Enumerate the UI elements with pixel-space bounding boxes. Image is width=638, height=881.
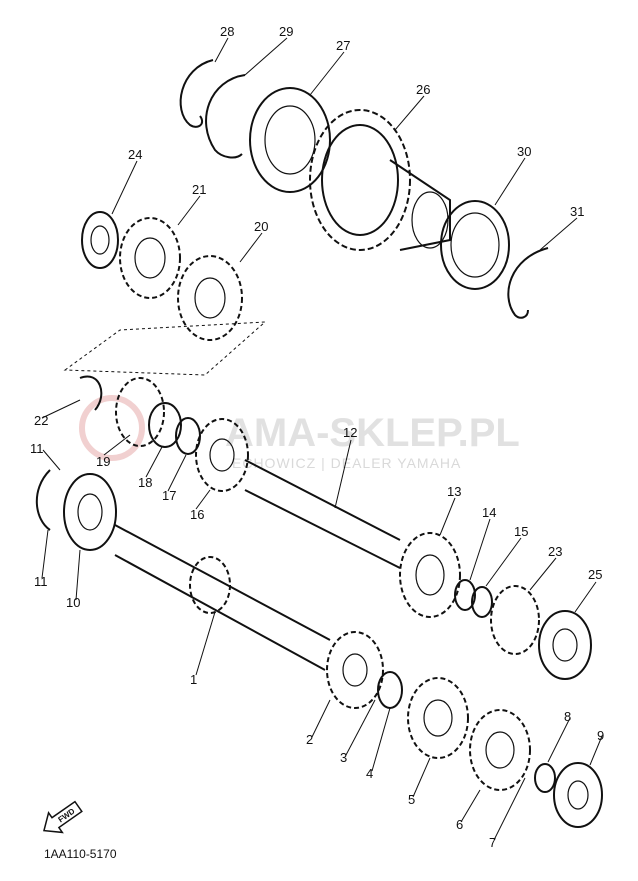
- part-label-24: 24: [128, 147, 142, 162]
- part-label-19: 19: [96, 454, 110, 469]
- part-label-22: 22: [34, 413, 48, 428]
- part-label-1: 1: [190, 672, 197, 687]
- part-label-9: 9: [597, 728, 604, 743]
- part-label-11-upper: 11: [30, 441, 44, 456]
- output-shaft-cluster: [179, 59, 549, 319]
- part-label-7: 7: [489, 835, 496, 850]
- diagram-code: 1AA110-5170: [44, 847, 117, 861]
- leader-lines: [41, 37, 603, 841]
- part-label-25: 25: [588, 567, 602, 582]
- part-label-6: 6: [456, 817, 463, 832]
- part-label-10: 10: [66, 595, 80, 610]
- part-label-12: 12: [343, 425, 357, 440]
- watermark-main: AMA-SKLEP.PL: [225, 411, 520, 455]
- part-label-16: 16: [190, 507, 204, 522]
- part-label-5: 5: [408, 792, 415, 807]
- part-label-29: 29: [279, 24, 293, 39]
- part-label-4: 4: [366, 766, 373, 781]
- part-label-15: 15: [514, 524, 528, 539]
- forward-arrow: FWD: [43, 800, 83, 834]
- part-label-30: 30: [517, 144, 531, 159]
- part-label-23: 23: [548, 544, 562, 559]
- main-axle-assembly: [35, 469, 603, 828]
- part-label-21: 21: [192, 182, 206, 197]
- part-label-28: 28: [220, 24, 234, 39]
- part-label-27: 27: [336, 38, 350, 53]
- part-label-3: 3: [340, 750, 347, 765]
- part-label-31: 31: [570, 204, 584, 219]
- part-label-11-lower: 11: [34, 574, 48, 589]
- upper-gear-group: [63, 211, 267, 376]
- watermark: AMA-SKLEP.PL ECHOWICZ | DEALER YAMAHA: [79, 395, 520, 471]
- part-number-labels: 1 2 3 4 5 6 7 8 9 10 11 11 12 13 14 15 1…: [30, 24, 604, 850]
- part-label-17: 17: [162, 488, 176, 503]
- part-label-18: 18: [138, 475, 152, 490]
- part-label-20: 20: [254, 219, 268, 234]
- watermark-sub: ECHOWICZ | DEALER YAMAHA: [232, 455, 461, 471]
- part-label-8: 8: [564, 709, 571, 724]
- part-label-26: 26: [416, 82, 430, 97]
- part-label-2: 2: [306, 732, 313, 747]
- part-label-13: 13: [447, 484, 461, 499]
- part-label-14: 14: [482, 505, 496, 520]
- drive-axle-assembly: [79, 375, 592, 680]
